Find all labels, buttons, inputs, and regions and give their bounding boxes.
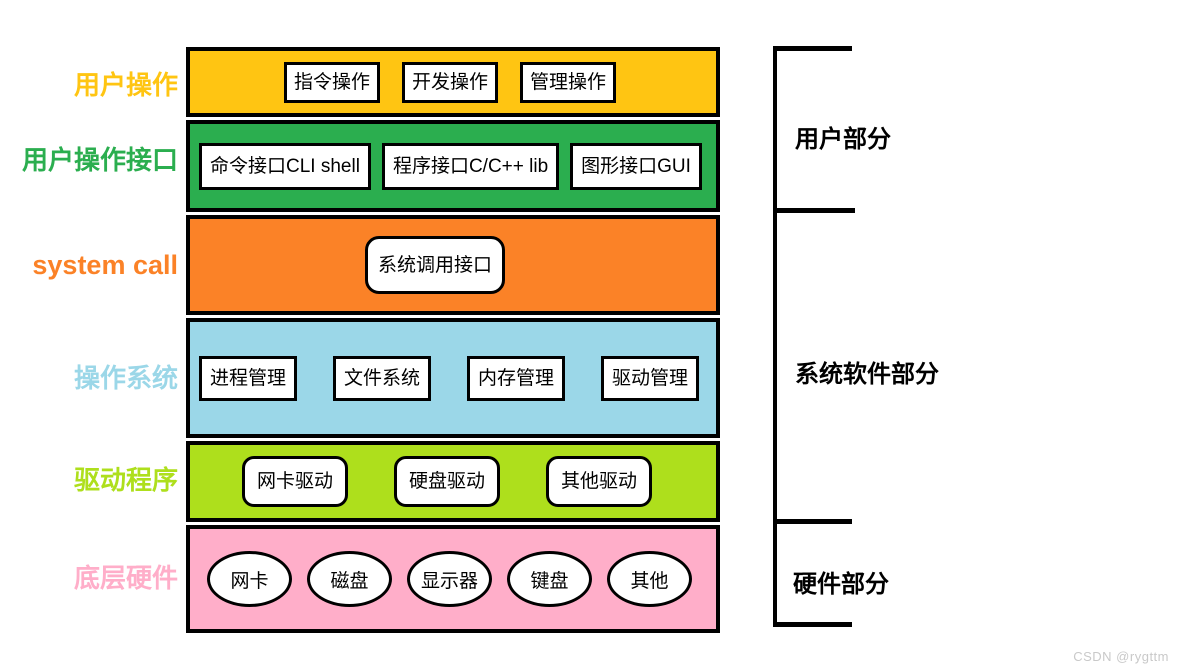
node-command-operation: 指令操作 (284, 61, 381, 103)
node-nic: 网卡 (207, 551, 292, 607)
bracket-tick-user-system (773, 208, 855, 213)
os-architecture-stack: 指令操作 开发操作 管理操作 命令接口CLI shell 程序接口C/C++ l… (186, 47, 720, 636)
bracket-tick-top (773, 46, 852, 51)
node-program-interface-lib: 程序接口C/C++ lib (381, 142, 560, 190)
label-system-call: system call (32, 250, 178, 280)
node-file-system: 文件系统 (333, 355, 432, 401)
layer-drivers: 网卡驱动 硬盘驱动 其他驱动 (186, 441, 720, 522)
node-process-management: 进程管理 (199, 355, 298, 401)
bracket-tick-system-hardware (773, 519, 852, 524)
layer-user-operations: 指令操作 开发操作 管理操作 (186, 47, 720, 117)
node-driver-management: 驱动管理 (601, 355, 700, 401)
node-disk-driver: 硬盘驱动 (394, 456, 501, 507)
layer-system-call: 系统调用接口 (186, 215, 720, 315)
section-user-part: 用户部分 (795, 126, 891, 153)
node-nic-driver: 网卡驱动 (242, 456, 349, 507)
node-system-call-interface: 系统调用接口 (364, 236, 505, 294)
bracket-tick-bottom (773, 622, 852, 627)
node-manage-operation: 管理操作 (520, 61, 617, 103)
label-operating-system: 操作系统 (73, 363, 178, 393)
node-gui-interface: 图形接口GUI (570, 142, 702, 190)
bracket-vertical-line (773, 46, 777, 627)
node-keyboard: 键盘 (507, 551, 592, 607)
node-develop-operation: 开发操作 (402, 61, 499, 103)
node-disk: 磁盘 (307, 551, 392, 607)
node-other-hw: 其他 (607, 551, 692, 607)
section-system-software-part: 系统软件部分 (795, 361, 939, 388)
node-memory-management: 内存管理 (467, 355, 566, 401)
label-driver-programs: 驱动程序 (73, 465, 178, 495)
label-user-operations: 用户操作 (73, 70, 178, 100)
csdn-watermark: CSDN @rygttm (1073, 649, 1169, 664)
layer-user-interface: 命令接口CLI shell 程序接口C/C++ lib 图形接口GUI (186, 120, 720, 212)
node-display: 显示器 (407, 551, 492, 607)
node-other-driver: 其他驱动 (546, 456, 653, 507)
layer-hardware: 网卡 磁盘 显示器 键盘 其他 (186, 525, 720, 633)
node-cli-shell: 命令接口CLI shell (199, 142, 371, 190)
label-low-level-hardware: 底层硬件 (73, 563, 178, 593)
section-hardware-part: 硬件部分 (793, 571, 889, 598)
layer-operating-system: 进程管理 文件系统 内存管理 驱动管理 (186, 318, 720, 438)
label-user-interface: 用户操作接口 (21, 145, 178, 175)
